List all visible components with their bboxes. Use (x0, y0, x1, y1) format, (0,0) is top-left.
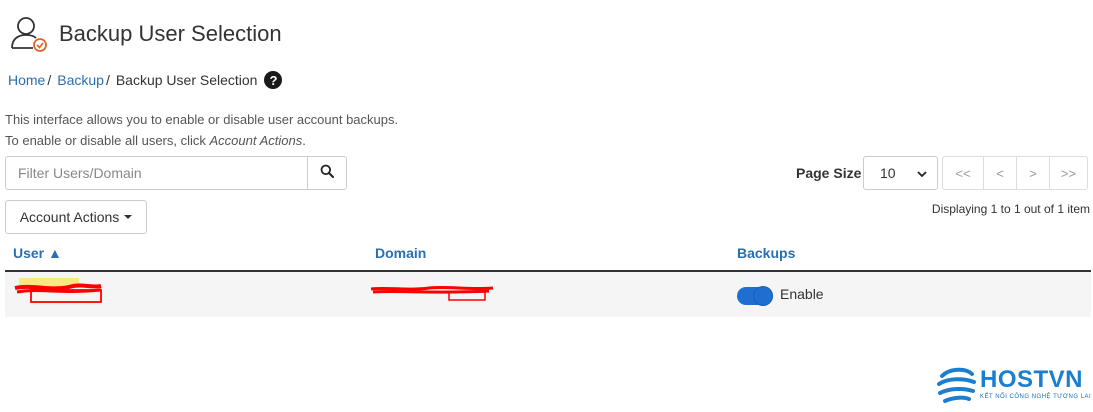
page-size-label: Page Size (796, 165, 862, 181)
pagination: << < > >> (942, 156, 1088, 190)
logo-brand-text: HOSTVN (980, 366, 1084, 393)
user-backup-icon (9, 14, 49, 54)
redaction-mark (13, 276, 103, 306)
logo-tagline: KẾT NỐI CÔNG NGHỆ TƯƠNG LAI (980, 394, 1092, 400)
caret-down-icon (124, 215, 133, 219)
breadcrumb-separator: / (47, 72, 52, 88)
breadcrumb-home-link[interactable]: Home (8, 72, 46, 88)
help-icon[interactable]: ? (264, 71, 283, 89)
column-header-domain[interactable]: Domain (375, 245, 427, 261)
toggle-knob (754, 287, 772, 305)
page-description: This interface allows you to enable or d… (5, 109, 398, 151)
backup-enable-toggle[interactable] (737, 287, 773, 305)
account-actions-reference: Account Actions (209, 133, 303, 148)
backup-status-label: Enable (780, 286, 824, 302)
filter-users-input[interactable] (5, 156, 307, 190)
page-header: Backup User Selection (9, 14, 282, 54)
breadcrumb-backup-link[interactable]: Backup (57, 72, 104, 88)
column-header-backups[interactable]: Backups (737, 245, 796, 261)
hostvn-logo: HOSTVN KẾT NỐI CÔNG NGHỆ TƯƠNG LAI (936, 366, 1091, 406)
first-page-button[interactable]: << (942, 156, 984, 190)
page-title: Backup User Selection (59, 21, 282, 46)
breadcrumb-separator: / (105, 72, 110, 88)
account-actions-button[interactable]: Account Actions (5, 200, 147, 234)
column-header-user[interactable]: User ▲ (13, 245, 62, 261)
chevron-down-icon (917, 165, 927, 181)
users-table: User ▲ Domain Backups Enable (5, 237, 1091, 317)
previous-page-button[interactable]: < (983, 156, 1017, 190)
displaying-count: Displaying 1 to 1 out of 1 item (931, 202, 1090, 216)
hostvn-logo-icon (936, 366, 976, 411)
search-button[interactable] (307, 156, 347, 190)
table-row: Enable (5, 272, 1091, 317)
next-page-button[interactable]: > (1016, 156, 1050, 190)
filter-group (5, 156, 347, 190)
description-line-1: This interface allows you to enable or d… (5, 112, 399, 127)
account-actions-label: Account Actions (19, 209, 120, 225)
search-icon (320, 164, 334, 183)
redaction-mark (369, 281, 495, 303)
page-size-select[interactable]: 10 (863, 156, 938, 190)
table-header: User ▲ Domain Backups (5, 237, 1091, 272)
breadcrumb-current: Backup User Selection (115, 72, 258, 88)
breadcrumb: Home / Backup / Backup User Selection ? (8, 71, 283, 89)
description-line-2: To enable or disable all users, click Ac… (5, 133, 306, 148)
last-page-button[interactable]: >> (1049, 156, 1088, 190)
page-size-value: 10 (880, 165, 896, 181)
